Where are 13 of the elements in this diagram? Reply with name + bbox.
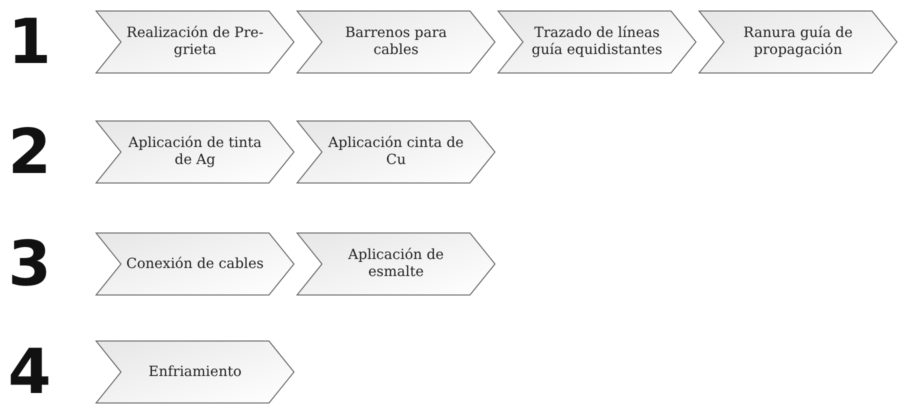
step-label: Aplicación cinta de Cu [327, 135, 465, 169]
step-number: 3 [8, 233, 52, 295]
step-number: 2 [8, 121, 52, 183]
step-label: Realización de Pre-grieta [126, 25, 264, 59]
step-label: Barrenos para cables [344, 25, 448, 59]
step-label: Conexión de cables [126, 256, 264, 272]
step-label: Trazado de líneas guía equidistantes [530, 25, 664, 59]
step-label: Aplicación de tinta de Ag [127, 135, 263, 169]
step-number: 1 [8, 11, 52, 73]
step-label: Ranura guía de propagación [742, 25, 854, 59]
step-label: Enfriamiento [148, 364, 242, 380]
step-label: Aplicación de esmalte [347, 247, 445, 281]
step-number: 4 [8, 341, 52, 403]
